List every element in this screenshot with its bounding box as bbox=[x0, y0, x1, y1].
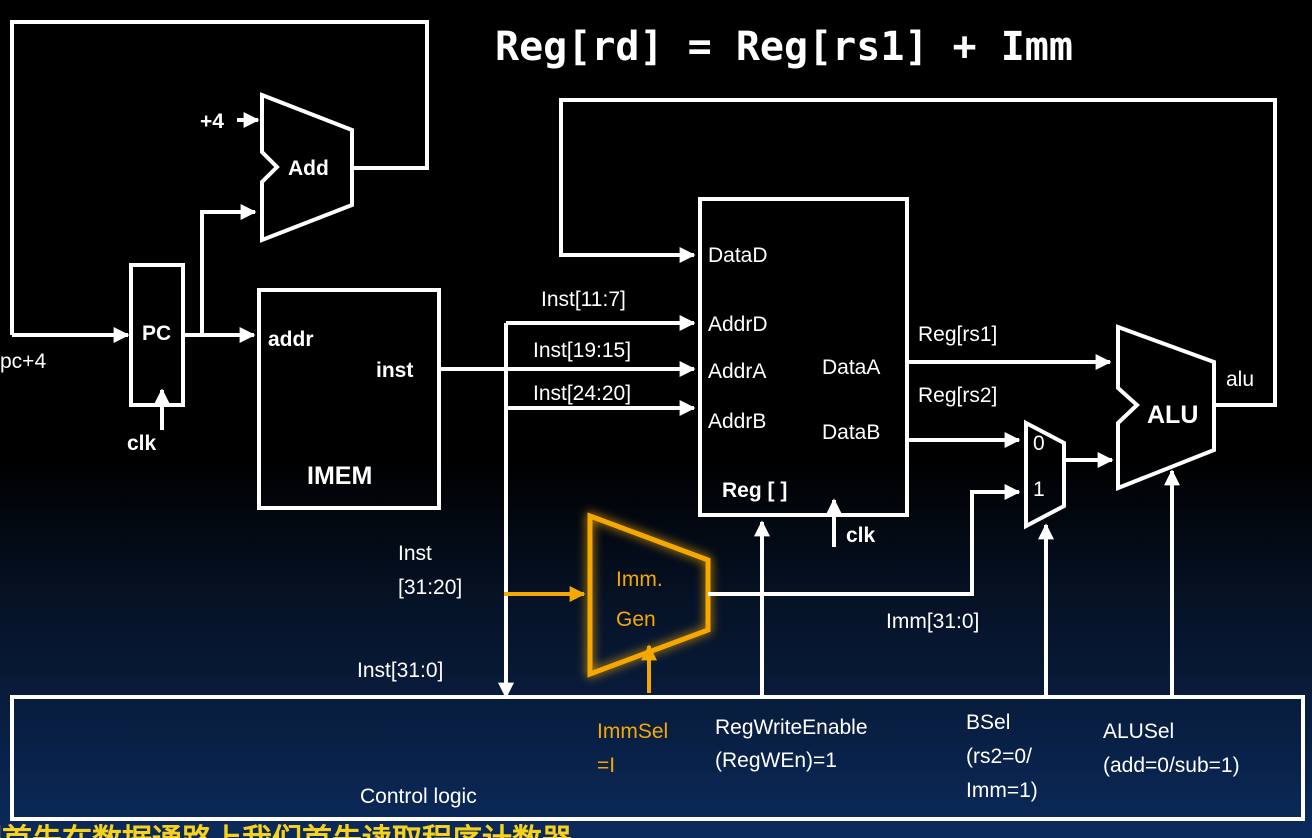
regfile-dataa-label: DataA bbox=[822, 356, 880, 379]
regfile-addrb-label: AddrB bbox=[708, 410, 766, 433]
mux-in0-label: 0 bbox=[1033, 432, 1045, 455]
pc-clk-label: clk bbox=[127, 432, 157, 455]
adder-shape bbox=[260, 92, 354, 243]
writeback-wire bbox=[559, 98, 1277, 407]
alu-shape bbox=[1116, 324, 1216, 491]
pc-input-label: pc+4 bbox=[0, 350, 46, 373]
bsel-label-3: Imm=1) bbox=[966, 779, 1038, 802]
regfile-datab-label: DataB bbox=[822, 421, 880, 444]
field-imm-label-2: [31:20] bbox=[398, 576, 462, 599]
field-rs1-label: Inst[19:15] bbox=[533, 339, 631, 362]
pc-to-adder-wire bbox=[200, 204, 257, 335]
alusel-label-1: ALUSel bbox=[1103, 720, 1174, 743]
immgen-label-1: Imm. bbox=[616, 568, 663, 591]
imem-inst-label: inst bbox=[376, 359, 413, 382]
imm-wire bbox=[708, 484, 1021, 596]
regfile-addra-label: AddrA bbox=[708, 360, 766, 383]
immsel-label-2: =I bbox=[597, 754, 615, 777]
alu-label: ALU bbox=[1147, 401, 1198, 429]
pc-label: PC bbox=[142, 322, 171, 345]
regwen-label-1: RegWriteEnable bbox=[715, 716, 868, 739]
register-file bbox=[698, 197, 909, 517]
bsel-label-2: (rs2=0/ bbox=[966, 745, 1032, 768]
immgen-glow bbox=[587, 512, 711, 678]
regfile-clk-label: clk bbox=[846, 524, 876, 547]
regfile-datad-label: DataD bbox=[708, 244, 768, 267]
subtitle-caption: 们首先在数据通路上我们首先读取程序计数器 bbox=[0, 823, 573, 838]
rs1-label: Reg[rs1] bbox=[918, 323, 997, 346]
rs2-label: Reg[rs2] bbox=[918, 384, 997, 407]
control-logic-label: Control logic bbox=[360, 785, 477, 808]
alusel-label-2: (add=0/sub=1) bbox=[1103, 754, 1240, 777]
bsel-mux bbox=[1024, 419, 1066, 530]
imem-addr-label: addr bbox=[268, 328, 314, 351]
field-all-label: Inst[31:0] bbox=[357, 659, 443, 682]
imem-block bbox=[257, 288, 441, 510]
field-imm-label-1: Inst bbox=[398, 542, 432, 565]
imem-name: IMEM bbox=[307, 462, 372, 490]
field-rd-label: Inst[11:7] bbox=[541, 288, 626, 311]
imm-label: Imm[31:0] bbox=[886, 610, 979, 633]
plus4-label: +4 bbox=[200, 110, 224, 133]
regfile-addrd-label: AddrD bbox=[708, 313, 768, 336]
mux-in1-label: 1 bbox=[1033, 478, 1045, 501]
field-rs2-label: Inst[24:20] bbox=[533, 382, 631, 405]
pc-feedback-wire bbox=[10, 20, 429, 335]
control-logic-block bbox=[10, 695, 1305, 821]
immgen-block bbox=[587, 512, 711, 678]
immsel-label-1: ImmSel bbox=[597, 720, 668, 743]
alu-out-label: alu bbox=[1226, 368, 1254, 391]
adder-label: Add bbox=[288, 157, 329, 180]
regfile-name: Reg [ ] bbox=[722, 479, 787, 502]
bsel-label-1: BSel bbox=[966, 711, 1010, 734]
regwen-label-2: (RegWEn)=1 bbox=[715, 749, 837, 772]
immgen-label-2: Gen bbox=[616, 608, 656, 631]
slide-title: Reg[rd] = Reg[rs1] + Imm bbox=[495, 24, 1073, 70]
